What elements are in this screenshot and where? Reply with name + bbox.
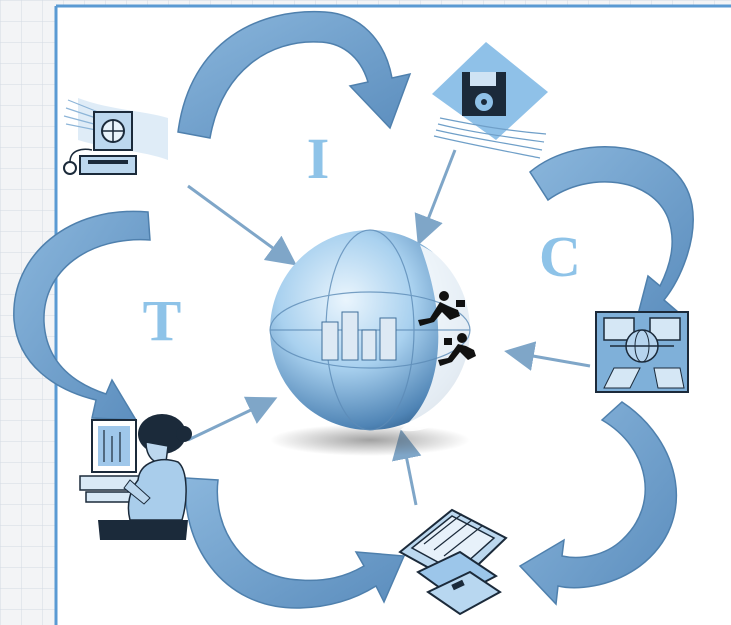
- computer-terminal-icon: [63, 98, 168, 175]
- network-transfer-icon: [595, 311, 689, 393]
- floppy-disks-tray-icon: [398, 508, 508, 616]
- floppy-disk-icon: [432, 42, 548, 159]
- letter-c: C: [539, 224, 581, 289]
- pointer-network: [504, 341, 591, 371]
- letter-t: T: [143, 288, 182, 353]
- letter-i: I: [307, 126, 330, 191]
- pointer-computer: [187, 184, 297, 266]
- curved-arrow-bottom-left: [184, 477, 406, 609]
- runners: [418, 291, 476, 366]
- curved-arrow-bottom-right: [518, 401, 678, 606]
- globe-with-runners-icon: [269, 229, 486, 456]
- pointer-floppy: [414, 149, 457, 246]
- person-at-computer-icon: [79, 414, 192, 540]
- pointer-person: [187, 396, 278, 442]
- curved-arrow-top: [177, 10, 412, 139]
- curved-arrow-right: [529, 146, 694, 324]
